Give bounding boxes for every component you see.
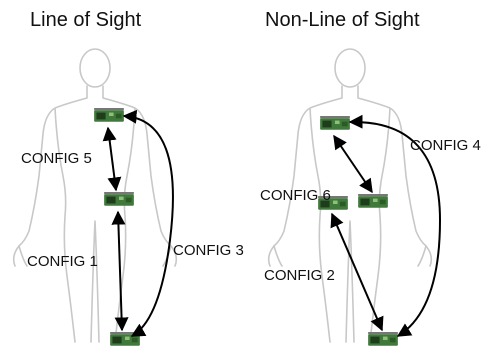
arrow-config-4 bbox=[350, 122, 440, 336]
label-config-1: CONFIG 1 bbox=[27, 253, 98, 270]
label-config-2: CONFIG 2 bbox=[264, 267, 335, 284]
sensor-board-left-chest bbox=[94, 108, 124, 122]
label-config-6: CONFIG 6 bbox=[260, 187, 331, 204]
title-non-line-of-sight: Non-Line of Sight bbox=[265, 9, 420, 31]
title-line-of-sight: Line of Sight bbox=[30, 9, 142, 31]
arrow-config-2 bbox=[332, 214, 382, 330]
sensor-board-right-ankle bbox=[368, 332, 398, 346]
sensor-board-left-waist bbox=[104, 192, 134, 206]
arrow-config-6 bbox=[334, 136, 372, 192]
sensor-board-right-chest bbox=[320, 116, 350, 130]
arrow-config-5 bbox=[108, 128, 116, 190]
label-config-5: CONFIG 5 bbox=[21, 150, 92, 167]
label-config-4: CONFIG 4 bbox=[410, 137, 481, 154]
label-config-3: CONFIG 3 bbox=[173, 242, 244, 259]
human-figure-left bbox=[14, 49, 177, 342]
sensor-board-right-waist-right bbox=[358, 194, 388, 208]
